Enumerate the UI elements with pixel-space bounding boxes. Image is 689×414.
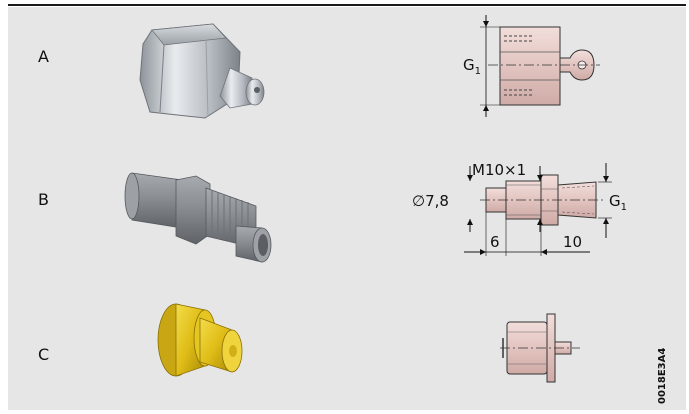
protective-cap-photo-icon xyxy=(157,303,243,377)
protective-cap-drawing xyxy=(500,313,580,383)
grease-nipple-photo-icon xyxy=(139,23,265,119)
dim-g-b: G1 xyxy=(609,192,627,213)
row-label-b: B xyxy=(38,190,49,209)
threaded-adapter-drawing xyxy=(464,163,612,256)
dim-len-1-b: 6 xyxy=(490,233,500,251)
dim-diameter-b: ∅7,8 xyxy=(412,192,449,210)
figure-code: 0018E3A4 xyxy=(657,347,668,404)
dim-len-2-b: 10 xyxy=(563,233,582,251)
threaded-adapter-photo-icon xyxy=(124,172,272,263)
dim-thread-b: M10×1 xyxy=(472,161,526,179)
row-label-c: C xyxy=(38,345,50,364)
row-label-a: A xyxy=(38,47,49,66)
grease-nipple-drawing xyxy=(480,15,600,117)
dim-g-a: G1 xyxy=(463,56,481,77)
top-rule xyxy=(8,4,686,6)
